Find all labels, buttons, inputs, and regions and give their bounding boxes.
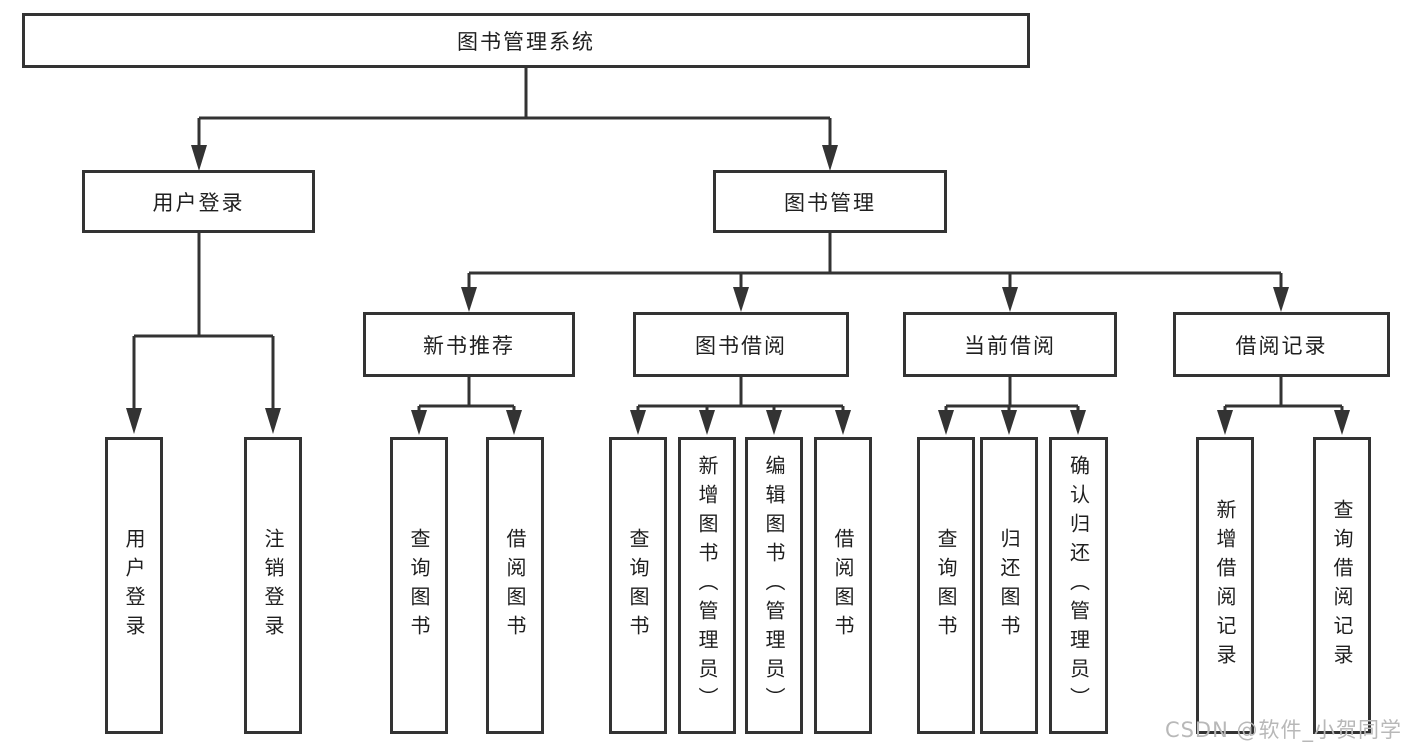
leaf-label: 新增图书（管理员）	[695, 455, 719, 716]
arrowhead-icon	[411, 410, 427, 435]
leaf-borrow-books-recommend: 借阅图书	[486, 437, 544, 734]
leaf-label: 查询图书	[934, 527, 958, 644]
leaf-label: 借阅图书	[503, 527, 527, 644]
arrowhead-icon	[938, 410, 954, 435]
leaf-return-book: 归还图书	[980, 437, 1038, 734]
leaf-user-login: 用户登录	[105, 437, 163, 734]
connector-recommend-branch	[411, 377, 522, 435]
leaf-label: 查询图书	[407, 527, 431, 644]
leaf-label: 新增借阅记录	[1213, 498, 1237, 673]
leaf-query-books-current: 查询图书	[917, 437, 975, 734]
arrowhead-icon	[126, 408, 142, 434]
connector-mgmt-branch	[461, 233, 1289, 312]
connector-current-branch	[938, 377, 1086, 435]
arrowhead-icon	[699, 410, 715, 435]
leaf-borrow-books-borrow: 借阅图书	[814, 437, 872, 734]
node-root-label: 图书管理系统	[457, 29, 595, 54]
node-current-borrow-label: 当前借阅	[964, 333, 1056, 358]
arrowhead-icon	[265, 408, 281, 434]
node-root-system: 图书管理系统	[22, 13, 1030, 68]
node-borrow-records: 借阅记录	[1173, 312, 1390, 377]
arrowhead-icon	[822, 145, 838, 171]
leaf-add-book-admin: 新增图书（管理员）	[678, 437, 736, 734]
arrowhead-icon	[835, 410, 851, 435]
arrowhead-icon	[766, 410, 782, 435]
arrowhead-icon	[506, 410, 522, 435]
node-book-management-label: 图书管理	[784, 190, 876, 215]
arrowhead-icon	[733, 287, 749, 312]
arrowhead-icon	[1002, 287, 1018, 312]
leaf-label: 注销登录	[261, 527, 285, 644]
leaf-label: 查询图书	[626, 527, 650, 644]
node-current-borrow: 当前借阅	[903, 312, 1117, 377]
arrowhead-icon	[1070, 410, 1086, 435]
connector-records-branch	[1217, 377, 1350, 435]
node-user-login: 用户登录	[82, 170, 315, 233]
arrowhead-icon	[630, 410, 646, 435]
leaf-logout: 注销登录	[244, 437, 302, 734]
node-new-book-recommend: 新书推荐	[363, 312, 575, 377]
node-borrow-records-label: 借阅记录	[1235, 333, 1328, 358]
leaf-add-borrow-record: 新增借阅记录	[1196, 437, 1254, 734]
connector-borrow-branch	[630, 377, 851, 435]
leaf-query-borrow-record: 查询借阅记录	[1313, 437, 1371, 734]
leaf-label: 确认归还（管理员）	[1066, 455, 1091, 716]
connector-root-to-level1	[191, 68, 838, 171]
csdn-watermark: CSDN @软件_小贺同学	[1164, 718, 1402, 742]
arrowhead-icon	[1217, 410, 1233, 435]
leaf-query-books-recommend: 查询图书	[390, 437, 448, 734]
node-user-login-label: 用户登录	[152, 190, 245, 215]
arrowhead-icon	[191, 145, 207, 171]
leaf-label: 借阅图书	[831, 527, 855, 644]
leaf-label: 归还图书	[997, 527, 1021, 644]
arrowhead-icon	[1001, 410, 1017, 435]
leaf-confirm-return-admin: 确认归还（管理员）	[1049, 437, 1108, 734]
arrowhead-icon	[1273, 287, 1289, 312]
leaf-edit-book-admin: 编辑图书（管理员）	[745, 437, 803, 734]
leaf-label: 编辑图书（管理员）	[762, 455, 786, 716]
leaf-label: 查询借阅记录	[1330, 498, 1354, 673]
node-new-book-recommend-label: 新书推荐	[423, 333, 515, 358]
leaf-query-books-borrow: 查询图书	[609, 437, 667, 734]
leaf-label: 用户登录	[122, 527, 146, 644]
node-book-borrow-label: 图书借阅	[695, 333, 787, 358]
node-book-management: 图书管理	[713, 170, 947, 233]
arrowhead-icon	[461, 287, 477, 312]
connector-login-branch	[126, 233, 281, 434]
arrowhead-icon	[1334, 410, 1350, 435]
node-book-borrow: 图书借阅	[633, 312, 849, 377]
